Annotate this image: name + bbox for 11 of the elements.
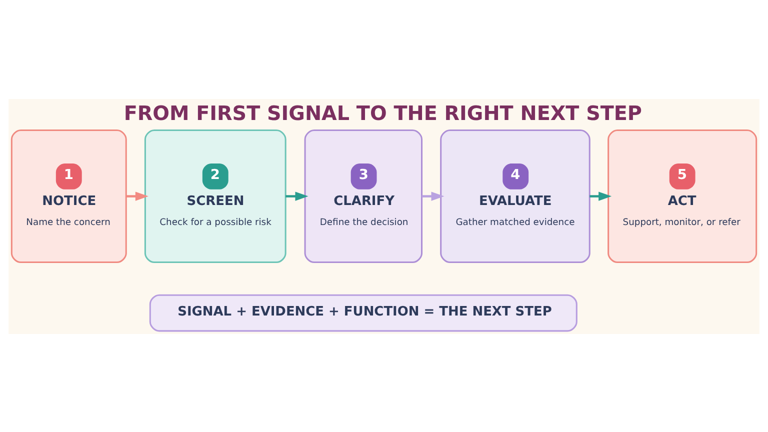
node-box: 2 SCREEN Check for a possible risk [144,129,286,263]
arrow [126,191,148,200]
arrow [590,191,612,200]
diagram-title: FROM FIRST SIGNAL TO THE RIGHT NEXT STEP [124,102,642,125]
node-box: SIGNAL + EVIDENCE + FUNCTION = THE NEXT STEP [149,294,578,332]
node-box: 4 EVALUATE Gather matched evidence [440,129,590,263]
node-box: 5 ACT Support, monitor, or refer [608,129,758,263]
node-box: 1 NOTICE Name the concern [10,129,127,263]
node-box: 3 CLARIFY Define the decision [304,129,423,263]
arrow [286,191,308,200]
arrow [422,191,444,200]
